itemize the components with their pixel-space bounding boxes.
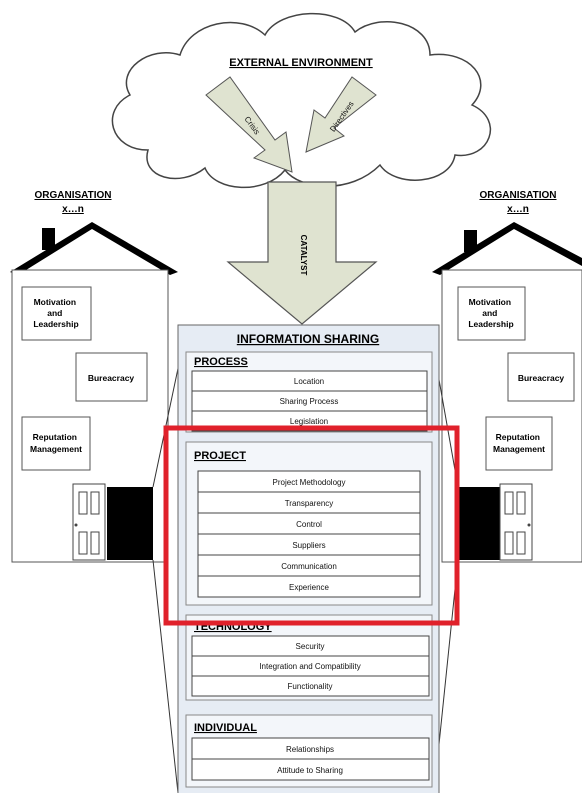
individual-item-attitude: Attitude to Sharing (277, 766, 343, 775)
organisation-left-subtitle: x…n (62, 204, 84, 215)
organisation-left-title: ORGANISATION (34, 190, 111, 201)
organisation-right-title: ORGANISATION (479, 190, 556, 201)
org-right-box-bureacracy: Bureacracy (518, 373, 565, 383)
organisation-right-subtitle: x…n (507, 204, 529, 215)
project-item-communication: Communication (281, 562, 337, 571)
external-environment-title: EXTERNAL ENVIRONMENT (229, 57, 373, 69)
external-environment-cloud: EXTERNAL ENVIRONMENT (111, 12, 492, 189)
house-left-chimney (42, 228, 55, 250)
technology-item-integration: Integration and Compatibility (259, 662, 360, 671)
section-individual: INDIVIDUAL Relationships Attitude to Sha… (185, 714, 433, 788)
section-technology: TECHNOLOGY Security Integration and Comp… (185, 614, 433, 701)
house-right-roof (432, 222, 582, 275)
technology-item-functionality: Functionality (288, 682, 333, 691)
project-item-experience: Experience (289, 583, 330, 592)
individual-item-row (191, 758, 430, 781)
project-item-row (197, 575, 421, 598)
org-left-box-bureacracy: Bureacracy (88, 373, 135, 383)
house-right-chimney (464, 230, 477, 252)
catalyst-arrow: CATALYST (226, 181, 378, 325)
project-item-suppliers: Suppliers (292, 541, 325, 550)
house-right-door (458, 483, 533, 561)
organisation-left: ORGANISATION x…n Motivation and Leadersh… (10, 190, 178, 563)
process-item-location: Location (294, 377, 324, 386)
project-item-methodology: Project Methodology (273, 478, 346, 487)
technology-item-row (191, 675, 430, 697)
information-sharing-panel: INFORMATION SHARING PROCESS Location Sha… (177, 324, 440, 793)
section-project: PROJECT Project Methodology Transparency… (185, 441, 433, 606)
organisation-right: ORGANISATION x…n Motivation and Leadersh… (432, 190, 582, 563)
project-item-transparency: Transparency (285, 499, 334, 508)
project-item-control: Control (296, 520, 322, 529)
section-project-title: PROJECT (194, 450, 246, 462)
process-item-legislation: Legislation (290, 417, 328, 426)
section-process: PROCESS Location Sharing Process Legisla… (185, 351, 433, 433)
project-highlight-frame (163, 425, 460, 626)
org-right-box-reputation: Reputation Management (493, 432, 545, 454)
section-process-title: PROCESS (194, 356, 248, 368)
information-sharing-title: INFORMATION SHARING (237, 332, 379, 346)
technology-item-security: Security (296, 642, 325, 651)
house-left-door (72, 483, 153, 561)
crisis-arrow: Crisis (205, 76, 293, 173)
house-left-roof (10, 222, 178, 275)
org-right-box-motivation: Motivation and Leadership (468, 297, 513, 329)
section-individual-title: INDIVIDUAL (194, 722, 257, 734)
catalyst-label: CATALYST (299, 235, 308, 276)
org-left-box-reputation: Reputation Management (30, 432, 82, 454)
org-left-box-motivation: Motivation and Leadership (33, 297, 78, 329)
individual-item-relationships: Relationships (286, 745, 334, 754)
process-item-sharing-process: Sharing Process (280, 397, 339, 406)
